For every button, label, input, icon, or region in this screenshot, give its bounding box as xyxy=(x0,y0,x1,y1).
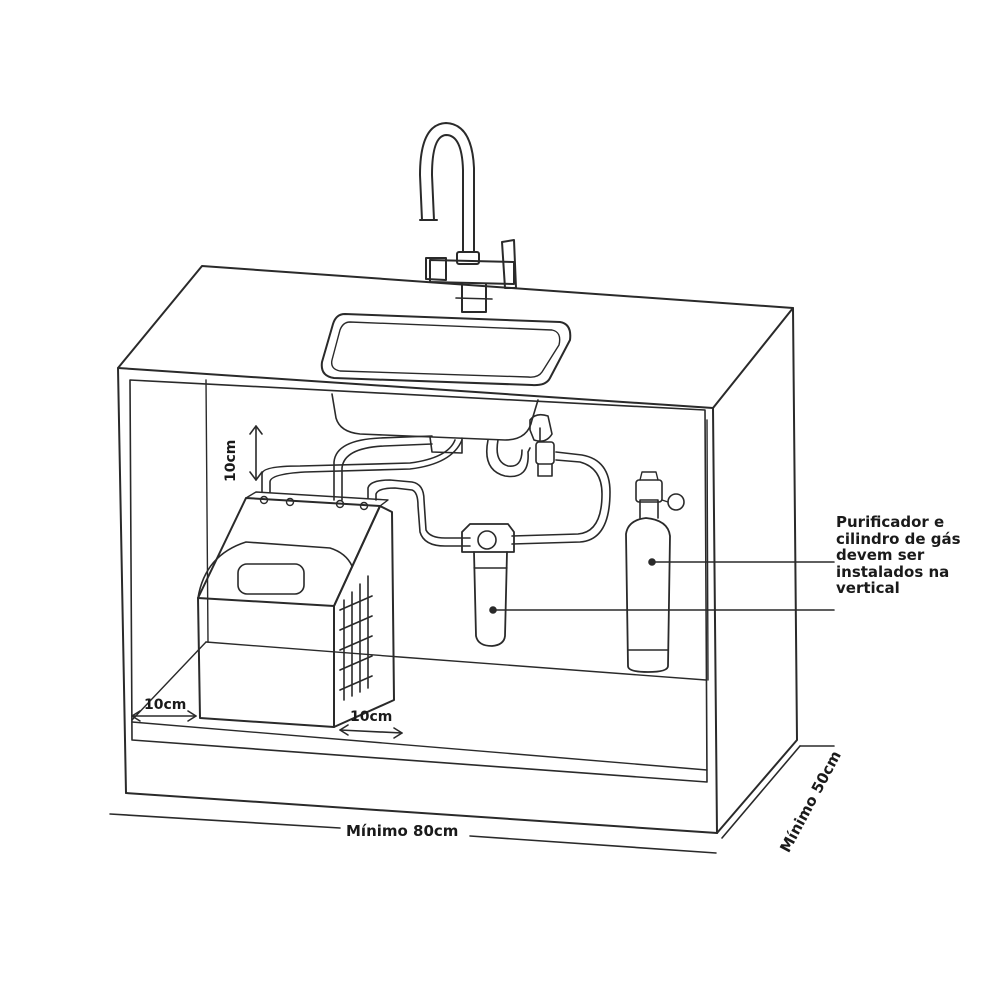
cabinet-bottom-front xyxy=(125,792,718,834)
cabinet-inner-back-right xyxy=(706,419,709,681)
height-clearance-label: 10cm xyxy=(223,439,239,482)
tube-chiller-return-2 xyxy=(341,443,433,501)
installation-note: Purificador e cilindro de gás devem ser … xyxy=(836,514,961,597)
water-filter xyxy=(461,523,515,647)
callout-leaders xyxy=(489,558,835,614)
cabinet-inner-back xyxy=(205,379,209,643)
tube-valve-to-filter-2 xyxy=(511,459,603,537)
faucet-body xyxy=(456,251,480,265)
filter-head xyxy=(461,523,515,553)
drain-trap xyxy=(486,439,531,478)
tube-chiller-to-filter-1 xyxy=(367,479,471,539)
tubing xyxy=(261,427,611,547)
dim-right-10cm xyxy=(339,729,403,734)
note-line: vertical xyxy=(836,579,900,597)
tube-chiller-return-1 xyxy=(333,435,433,501)
chiller-vent-grille xyxy=(339,575,373,701)
tube-valve-to-filter-1 xyxy=(511,451,611,545)
cabinet-width-label: Mínimo 80cm xyxy=(346,822,459,840)
tube-chiller-to-faucet-1 xyxy=(261,439,456,493)
sink-rim xyxy=(320,313,572,387)
chiller-side xyxy=(333,505,395,728)
faucet-base xyxy=(455,297,493,300)
regulator xyxy=(635,479,663,503)
chiller-top-back xyxy=(245,491,389,507)
dimension-lines xyxy=(109,425,835,854)
cabinet-floor-left xyxy=(131,641,207,721)
note-line: instalados na xyxy=(836,562,950,581)
cabinet-floor-back xyxy=(205,641,707,681)
regulator-gauge xyxy=(667,493,685,511)
note-line: cilindro de gás xyxy=(836,529,961,548)
chiller-unit xyxy=(197,491,395,728)
cylinder-valve xyxy=(639,499,659,519)
note-line: devem ser xyxy=(836,546,925,564)
shutoff-valve xyxy=(529,413,555,477)
faucet-left-handle xyxy=(425,257,447,281)
dim-width-80cm-right xyxy=(469,835,717,854)
faucet-spout-outer xyxy=(431,134,464,253)
cabinet-side-back xyxy=(716,307,798,834)
chiller-front xyxy=(197,597,335,728)
chiller-window xyxy=(237,563,305,595)
filter-head-cap xyxy=(477,530,497,550)
faucet-hub xyxy=(429,259,515,285)
left-clearance-label: 10cm xyxy=(144,697,187,713)
note-line: Purificador e xyxy=(836,513,945,531)
tube-chiller-to-faucet-2 xyxy=(269,439,463,493)
cabinet xyxy=(117,265,798,834)
right-clearance-label: 10cm xyxy=(350,709,393,725)
plinth xyxy=(131,721,708,771)
gas-cylinder xyxy=(625,471,685,673)
sink xyxy=(320,313,572,454)
dim-depth-50cm xyxy=(721,745,801,839)
faucet xyxy=(419,122,517,313)
faucet-spout-inner xyxy=(419,122,475,253)
faucet-right-handle xyxy=(501,239,517,289)
cabinet-inner-frame xyxy=(129,379,708,783)
cylinder-body xyxy=(625,517,671,673)
sink-rim-inner xyxy=(330,321,561,378)
filter-body xyxy=(473,551,508,647)
tube-chiller-to-filter-2 xyxy=(375,487,471,547)
drain-trap-2 xyxy=(496,439,523,467)
cabinet-front-right xyxy=(712,407,718,834)
countertop-top xyxy=(117,265,794,409)
cabinet-front-left xyxy=(117,367,127,794)
dim-width-80cm-left xyxy=(109,813,341,829)
sink-bowl xyxy=(331,393,539,441)
chiller-front-curve xyxy=(197,541,353,599)
